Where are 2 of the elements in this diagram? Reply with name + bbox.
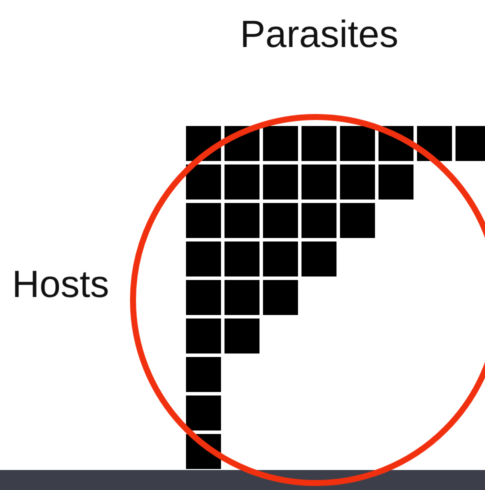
axis-label: Parasites (240, 16, 398, 54)
axis-label: Hosts (12, 266, 110, 304)
